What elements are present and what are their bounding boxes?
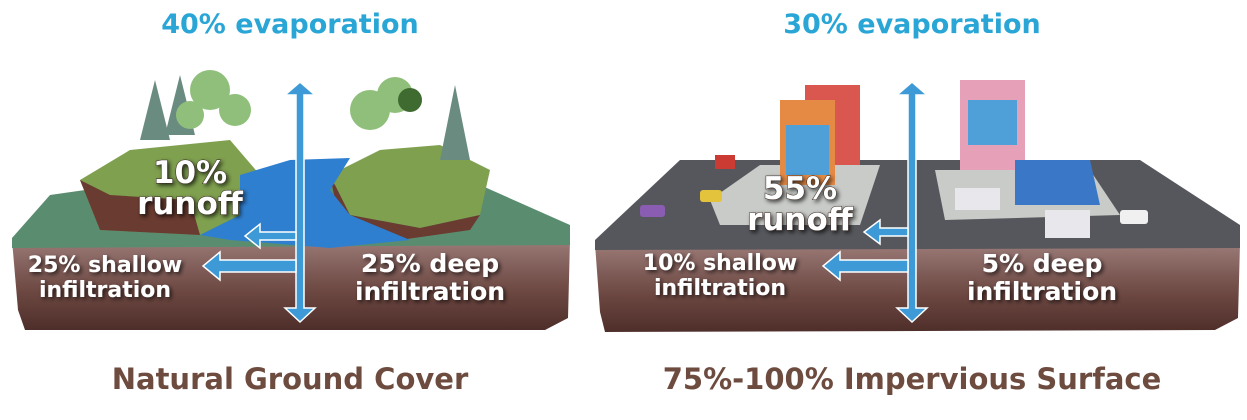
shallow-label: 10% shallow <box>643 251 797 276</box>
trees-right <box>350 77 470 160</box>
runoff-word: runoff <box>747 202 854 238</box>
shallow-infiltration-word: infiltration <box>654 276 786 301</box>
left-island-cliff <box>80 180 200 235</box>
panel-caption: 75%-100% Impervious Surface <box>663 362 1162 396</box>
runoff-arrow <box>862 218 909 246</box>
right-island <box>330 145 490 228</box>
evaporation-deep-arrow <box>282 81 318 324</box>
shallow-arrow <box>201 250 297 282</box>
trees-left <box>140 70 251 140</box>
deep-label: 5% deep <box>982 249 1103 278</box>
buildings <box>780 80 1100 205</box>
runoff-arrow <box>243 222 297 250</box>
shallow-infiltration-word: infiltration <box>39 278 171 303</box>
impervious-surface-panel: 30% evaporation 55% runoff 10% sh <box>595 9 1240 396</box>
deep-infiltration-word: infiltration <box>355 277 505 306</box>
deep-infiltration-word: infiltration <box>967 277 1117 306</box>
panel-caption: Natural Ground Cover <box>112 362 469 396</box>
evaporation-label: 40% evaporation <box>161 9 419 40</box>
natural-ground-panel: 40% evaporation 10% runoff 25% shallow <box>12 9 570 396</box>
road-surface <box>595 160 1240 250</box>
soil-layers <box>12 240 570 330</box>
shallow-label: 25% shallow <box>28 253 182 278</box>
runoff-percent: 55% <box>763 171 837 207</box>
shallow-arrow <box>821 250 909 282</box>
soil-layers <box>595 244 1240 332</box>
runoff-percent: 10% <box>153 155 227 191</box>
runoff-word: runoff <box>137 186 244 222</box>
flow-arrows <box>201 81 318 324</box>
deep-label: 25% deep <box>361 249 499 278</box>
river <box>200 158 410 248</box>
sidewalk-block <box>710 165 880 225</box>
flow-arrows <box>821 81 930 324</box>
evaporation-label: 30% evaporation <box>783 9 1041 40</box>
vehicles <box>640 155 1148 238</box>
evaporation-deep-arrow <box>894 81 930 324</box>
